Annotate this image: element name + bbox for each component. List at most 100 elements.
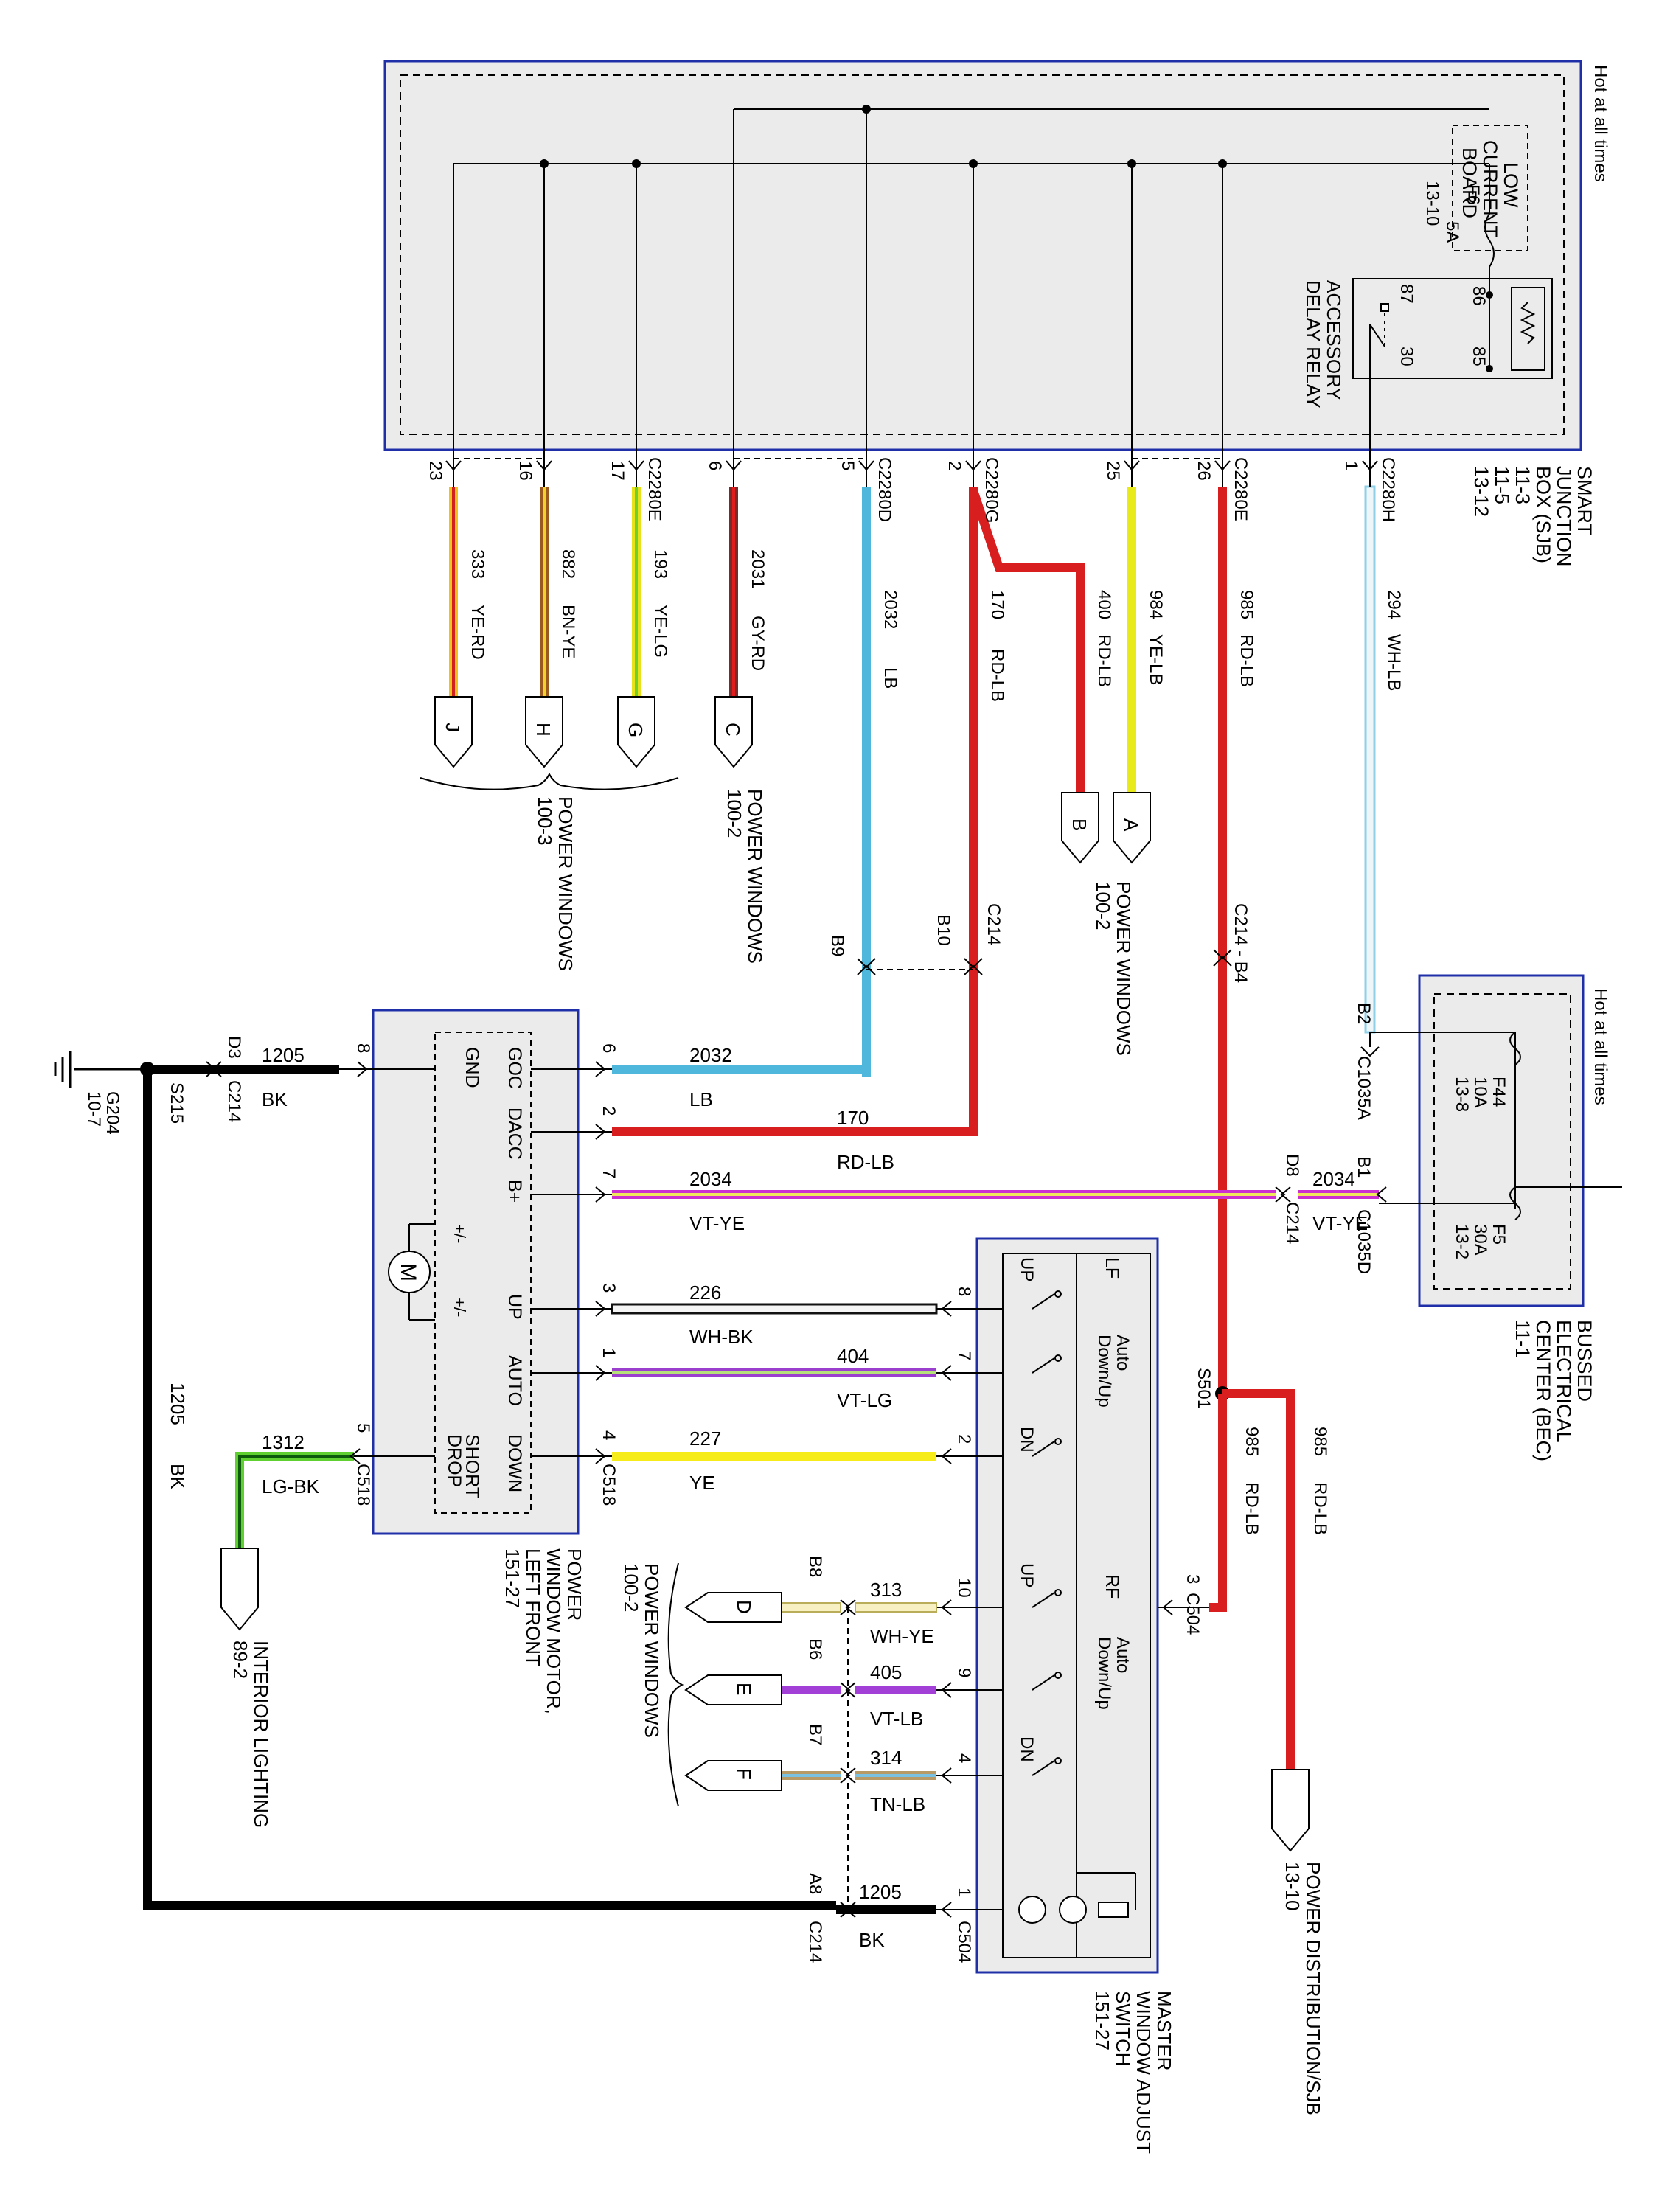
wire-404-num: 404 <box>837 1345 869 1367</box>
c214-b10: B10 <box>933 914 953 946</box>
ref-letter-B: B <box>1068 818 1091 831</box>
fuse-f5-rating: 30A <box>1470 1224 1490 1256</box>
s501-rdlb-a: RD-LB <box>1242 1482 1262 1535</box>
smart-junction-box: Hot at all times LOW CURRENT BOARD F6 5A… <box>383 60 1610 567</box>
wire-170-color: RD-LB <box>837 1151 894 1173</box>
pw-100-2-ab-line1: POWER WINDOWS <box>1113 881 1135 1056</box>
ref-D <box>684 1592 782 1623</box>
color-rd-lb-985: RD-LB <box>1237 634 1256 687</box>
sw-pin-1: 1 <box>954 1888 974 1897</box>
s501-985b: 985 <box>1310 1427 1330 1456</box>
d8-label: D8 <box>1282 1154 1302 1177</box>
circuit-294: 294 <box>1384 590 1404 619</box>
switch-rf-dn: DN <box>1017 1736 1037 1762</box>
pw-100-2-def-line2: 100-2 <box>620 1563 642 1613</box>
relay-pin-85: 85 <box>1469 347 1489 366</box>
motor-label-drop: DROP <box>444 1434 465 1487</box>
motor-c518-left: C518 <box>353 1464 373 1506</box>
motor-pin-4: 4 <box>599 1430 619 1440</box>
bec-hot-label: Hot at all times <box>1590 988 1610 1105</box>
ref-E <box>684 1674 782 1705</box>
fuse-f6-id: F6 <box>1463 184 1483 205</box>
wire-2034b-num: 2034 <box>1312 1168 1355 1190</box>
wire-2034-num: 2034 <box>689 1168 732 1190</box>
switch-lf-dn: DN <box>1017 1427 1037 1453</box>
motor-pin-2: 2 <box>599 1106 619 1116</box>
bec-c1035d: C1035D <box>1354 1209 1374 1274</box>
pin-23: 23 <box>425 461 445 481</box>
sw-pin-2: 2 <box>954 1434 974 1444</box>
bussed-electrical-center: Hot at all times F44 10A 13-8 F5 30A 13-… <box>1369 974 1622 1461</box>
color-wh-lb: WH-LB <box>1384 634 1404 691</box>
circuit-2031: 2031 <box>748 549 768 588</box>
sjb-title-line: 11-5 <box>1491 466 1513 504</box>
motor-label-b-plus: B+ <box>504 1180 525 1203</box>
low-current-board-1: LOW <box>1500 162 1522 208</box>
sw-pin-8: 8 <box>954 1287 974 1296</box>
pw-100-2-c-line1: POWER WINDOWS <box>744 789 766 964</box>
relay-pin-86: 86 <box>1469 286 1489 306</box>
rf-wires: D E F 313 WH-YE 405 VT-LB 314 TN-LB B8 B… <box>620 1556 937 1918</box>
ground-c214: C214 <box>224 1080 244 1122</box>
switch-rf: RF <box>1102 1574 1122 1599</box>
arrow-refs <box>434 696 1151 864</box>
motor-label-up: UP <box>504 1294 525 1320</box>
motor-title-4: 151-27 <box>501 1548 524 1608</box>
switch-lf-auto: Auto <box>1113 1335 1133 1371</box>
g204-label: G204 <box>102 1091 122 1135</box>
interior-lighting-1: INTERIOR LIGHTING <box>250 1641 272 1828</box>
s501-985a: 985 <box>1242 1427 1262 1456</box>
circuit-170: 170 <box>987 590 1007 619</box>
color-ye-rd: YE-RD <box>467 605 487 660</box>
bottom-a8: A8 <box>805 1873 825 1894</box>
sjb-title-line: SMART <box>1573 466 1596 535</box>
motor-label-auto: AUTO <box>504 1355 525 1406</box>
s501-rdlb-b: RD-LB <box>1310 1482 1330 1535</box>
ground-bk: BK <box>262 1088 288 1110</box>
motor-pin-5: 5 <box>353 1423 373 1433</box>
wire-405-color: VT-LB <box>870 1708 923 1730</box>
color-rd-lb-170: RD-LB <box>987 649 1007 702</box>
circuit-882: 882 <box>558 549 578 579</box>
motor-pm-2: +/- <box>451 1298 469 1317</box>
motor-label-gnd: GND <box>462 1047 482 1088</box>
switch-rf-downup: Down/Up <box>1094 1637 1114 1710</box>
motor-pin-1: 1 <box>599 1348 619 1357</box>
circuit-400: 400 <box>1094 590 1114 619</box>
ref-H <box>525 696 563 768</box>
circuit-984: 984 <box>1146 590 1166 619</box>
relay-pin-30: 30 <box>1397 347 1416 366</box>
switch-lf-up: UP <box>1017 1257 1037 1281</box>
wire-2034b-color: VT-YE <box>1312 1212 1368 1234</box>
motor-pin-7: 7 <box>599 1169 619 1178</box>
pin-17: 17 <box>608 461 627 481</box>
wire-313-color: WH-YE <box>870 1625 934 1647</box>
d8-c214: C214 <box>1282 1202 1302 1244</box>
pin-25: 25 <box>1103 461 1123 481</box>
sjb-title-line: BOX (SJB) <box>1532 466 1554 563</box>
wire-226-color: WH-BK <box>689 1326 754 1348</box>
ref-letter-H: H <box>532 723 554 737</box>
conn-c2280e-left: C2280E <box>644 457 664 521</box>
sw-pin-4: 4 <box>954 1753 974 1763</box>
wire-227-color: YE <box>689 1472 715 1494</box>
pw-100-2-c-line2: 100-2 <box>723 789 745 838</box>
ref-letter-J: J <box>442 723 464 732</box>
pin-26: 26 <box>1194 461 1214 481</box>
pin-16: 16 <box>515 461 535 481</box>
circuit-333: 333 <box>467 549 487 579</box>
wire-313-num: 313 <box>870 1579 902 1601</box>
sw-pin-10: 10 <box>954 1578 974 1598</box>
conn-c2280e-right: C2280E <box>1231 457 1251 521</box>
switch-lf-downup: Down/Up <box>1094 1335 1114 1408</box>
wire-227-num: 227 <box>689 1427 721 1450</box>
c214-b9: B9 <box>827 935 847 956</box>
wire-170-num: 170 <box>837 1107 869 1129</box>
switch-rf-auto: Auto <box>1113 1637 1133 1673</box>
fuse-f44-rating: 10A <box>1470 1077 1490 1108</box>
ref-letter-A: A <box>1120 818 1142 832</box>
low-current-board-2: CURRENT <box>1479 140 1501 237</box>
low-current-board-3: BOARD <box>1458 147 1481 218</box>
conn-c2280g: C2280G <box>981 457 1001 523</box>
fuse-f44-ref: 13-8 <box>1452 1077 1472 1112</box>
